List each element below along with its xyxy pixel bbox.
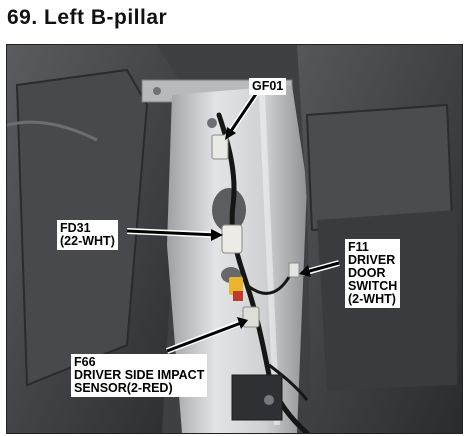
callout-gf01: GF01 [249, 78, 287, 95]
right-door-window-frame [305, 103, 454, 232]
pillar-hole-top [207, 118, 217, 128]
bracket-bolt [153, 87, 161, 95]
callout-fd31: FD31 (22-WHT) [57, 220, 118, 250]
callout-f11-line-5: (2-WHT) [348, 292, 396, 306]
arrowhead-gf01 [225, 127, 236, 140]
callout-f11-line-1: F11 [348, 240, 369, 254]
callout-f66: F66 DRIVER SIDE IMPACT SENSOR(2-RED) [71, 354, 208, 397]
page-title: 69. Left B-pillar [7, 6, 168, 29]
connector-yellow [229, 277, 243, 295]
arrowhead-fd31 [211, 229, 223, 241]
callout-f11-line-2: DRIVER [348, 253, 396, 267]
connector-f11 [288, 262, 300, 278]
impact-sensor-housing [231, 374, 283, 421]
arrowhead-f11 [299, 265, 311, 277]
connector-red [233, 291, 243, 301]
arrow-f66 [166, 321, 242, 353]
callout-fd31-line-2: (22-WHT) [60, 234, 115, 248]
callout-f66-line-3: SENSOR(2-RED) [74, 381, 173, 395]
b-pillar-photo: GF01 FD31 (22-WHT) F11 DRIVER DOOR SWITC… [6, 44, 463, 434]
arrow-f11 [305, 261, 340, 274]
callout-f66-line-1: F66 [74, 355, 96, 369]
arrow-fd31 [126, 229, 218, 237]
wiring-harness-branch-lower [268, 363, 309, 401]
callout-f11: F11 DRIVER DOOR SWITCH (2-WHT) [345, 239, 401, 308]
b-pillar-illustration [7, 45, 462, 433]
callout-gf01-line-1: GF01 [252, 79, 284, 93]
wiring-harness-branch [246, 276, 291, 295]
pillar-hole-upper [212, 188, 246, 232]
connector-fd31 [221, 224, 243, 254]
sensor-bolt [264, 395, 274, 405]
connector-f66 [242, 306, 260, 328]
callout-fd31-line-1: FD31 [60, 221, 91, 235]
callout-f11-line-4: SWITCH [348, 279, 398, 293]
callout-f66-line-2: DRIVER SIDE IMPACT [74, 368, 205, 382]
callout-f11-line-3: DOOR [348, 266, 386, 280]
arrowheads [211, 127, 311, 329]
left-trim-edge [7, 120, 98, 142]
connector-gf01 [211, 134, 229, 160]
arrowhead-f66 [237, 317, 248, 329]
